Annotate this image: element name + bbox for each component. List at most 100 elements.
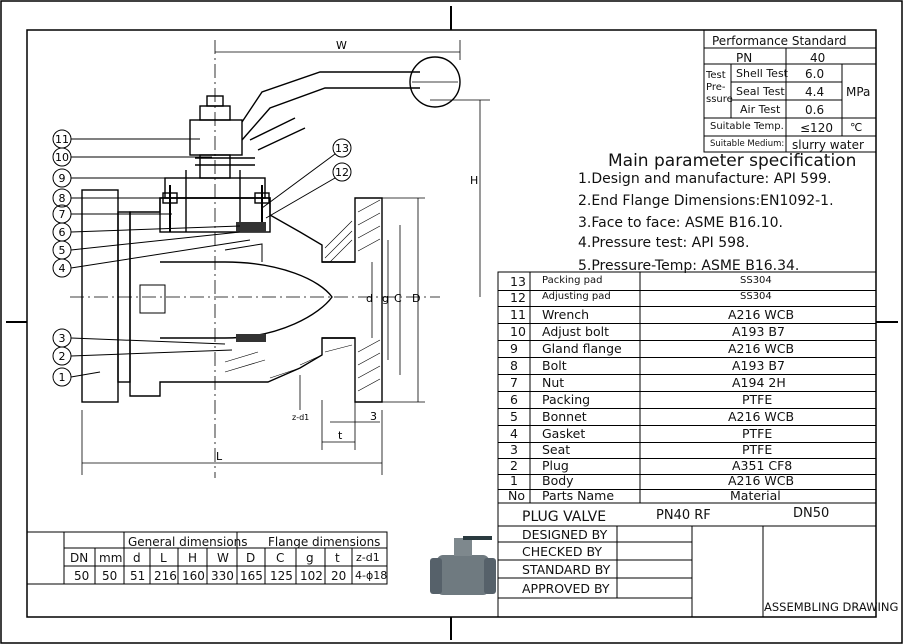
balloon-6: 6: [59, 226, 66, 239]
medium-label: Suitable Medium:: [710, 139, 785, 149]
spec-item-5: 5.Pressure-Temp: ASME B16.34.: [578, 258, 800, 274]
spec-item-3: 3.Face to face: ASME B16.10.: [578, 215, 783, 231]
dim-c: C: [394, 292, 402, 305]
dim-value-t: 20: [331, 569, 347, 583]
part-no: 8: [510, 358, 518, 373]
part-name: Seat: [542, 442, 571, 457]
balloon-13: 13: [335, 142, 349, 155]
part-material: PTFE: [742, 392, 773, 407]
dim-header-c: C: [276, 551, 285, 565]
medium-value: slurry water: [792, 138, 864, 152]
spec-item-2: 2.End Flange Dimensions:EN1092-1.: [578, 193, 834, 209]
dim-h: H: [470, 174, 478, 187]
part-no: 11: [510, 307, 526, 322]
part-no: 4: [510, 426, 518, 441]
dim-header-D: D: [246, 551, 256, 565]
spec-item-4: 4.Pressure test: API 598.: [578, 235, 750, 251]
wrench-head: [189, 119, 243, 156]
dim-g: g: [382, 292, 389, 305]
part-name: Wrench: [542, 307, 590, 322]
part-no: 9: [510, 341, 518, 356]
part-material: A193 B7: [732, 358, 785, 373]
parts-row: 12 Adjusting pad SS304: [498, 290, 876, 307]
parts-row: 11 Wrench A216 WCB: [498, 307, 876, 324]
temp-unit: ℃: [850, 121, 863, 134]
part-material: SS304: [740, 291, 772, 302]
dimensions-table-grid: [26, 531, 388, 585]
balloon-10: 10: [55, 151, 69, 164]
part-material: A351 CF8: [732, 458, 793, 473]
dim-d: d: [366, 292, 373, 305]
balloon-5: 5: [59, 244, 66, 257]
part-no: 12: [510, 290, 526, 305]
part-name: Adjust bolt: [542, 324, 610, 339]
part-material: A194 2H: [732, 375, 786, 390]
parts-row: 6 Packing PTFE: [498, 392, 876, 409]
balloon-7: 7: [59, 208, 66, 221]
product-size: DN50: [793, 506, 830, 521]
standard-by: STANDARD BY: [522, 562, 611, 577]
dim-group-general: General dimensions: [128, 535, 248, 549]
dim-value-c: 125: [270, 569, 293, 583]
dim-zd1: z-d1: [292, 413, 309, 422]
test-pressure-label: Test Pre- ssure: [706, 70, 733, 105]
part-material: A216 WCB: [728, 341, 795, 356]
parts-row: 4 Gasket PTFE: [498, 426, 876, 443]
part-no: 13: [510, 274, 526, 289]
air-test-label: Air Test: [740, 103, 781, 116]
parts-row: 7 Nut A194 2H: [498, 375, 876, 392]
part-name: Gasket: [542, 426, 586, 441]
header-material: Material: [730, 488, 781, 503]
dim-value-D: 165: [240, 569, 263, 583]
balloon-labels: 11 10 9 8 7 6 5 4 3 2 1 13 12: [55, 133, 349, 384]
wrench-ball: [409, 56, 461, 108]
part-material: A216 WCB: [728, 307, 795, 322]
dim-group-flange: Flange dimensions: [268, 535, 381, 549]
part-no: 3: [510, 442, 518, 457]
part-material: A216 WCB: [728, 409, 795, 424]
parts-header-row: No Parts Name Material: [498, 488, 876, 504]
dim-header-w: W: [217, 551, 229, 565]
dim-header-t: t: [335, 551, 340, 565]
part-material: SS304: [740, 275, 772, 286]
balloon-4: 4: [59, 262, 66, 275]
part-no: 5: [510, 409, 518, 424]
dim-value-l: 216: [154, 569, 177, 583]
seal-test-value: 4.4: [805, 85, 825, 99]
dim-value-zd1: 4-ϕ18: [355, 569, 388, 582]
spec-item-1: 1.Design and manufacture: API 599.: [578, 171, 832, 187]
dim-D: D: [412, 292, 420, 305]
part-name: Gland flange: [542, 341, 622, 356]
part-no: 1: [510, 473, 518, 488]
part-material: PTFE: [742, 442, 773, 457]
header-parts-name: Parts Name: [542, 488, 615, 503]
parts-row: 3 Seat PTFE: [498, 442, 876, 459]
parts-row: 1 Body A216 WCB: [498, 473, 876, 490]
dim-header-h: H: [188, 551, 198, 565]
dim-value-g: 102: [300, 569, 323, 583]
dim-value-h: 160: [182, 569, 205, 583]
part-name: Nut: [542, 375, 565, 390]
part-no: 2: [510, 458, 518, 473]
part-name: Adjusting pad: [542, 291, 611, 302]
product-rating: PN40 RF: [656, 508, 711, 523]
balloon-3: 3: [59, 332, 66, 345]
plug-nose: [224, 261, 333, 339]
balloon-9: 9: [59, 172, 66, 185]
spec-title: Main parameter specification: [608, 151, 857, 171]
shell-test-label: Shell Test: [736, 67, 788, 80]
drawing-type: ASSEMBLING DRAWING: [764, 600, 899, 614]
seal-test-label: Seal Test: [736, 85, 785, 98]
wrench-handle: [241, 71, 420, 123]
parts-table: 13 Packing pad SS304 12 Adjusting pad SS…: [498, 274, 876, 504]
dimension-labels: W H L d g C D t 3 z-d1: [216, 39, 478, 463]
dim-header-d: d: [133, 551, 141, 565]
pressure-unit: MPa: [846, 85, 871, 99]
part-material: A193 B7: [732, 324, 785, 339]
balloon-12: 12: [335, 166, 349, 179]
part-material: A216 WCB: [728, 473, 795, 488]
pn-label: PN: [736, 51, 753, 65]
dim-value-mm: 50: [102, 569, 118, 583]
dim-value-dn: 50: [74, 569, 90, 583]
